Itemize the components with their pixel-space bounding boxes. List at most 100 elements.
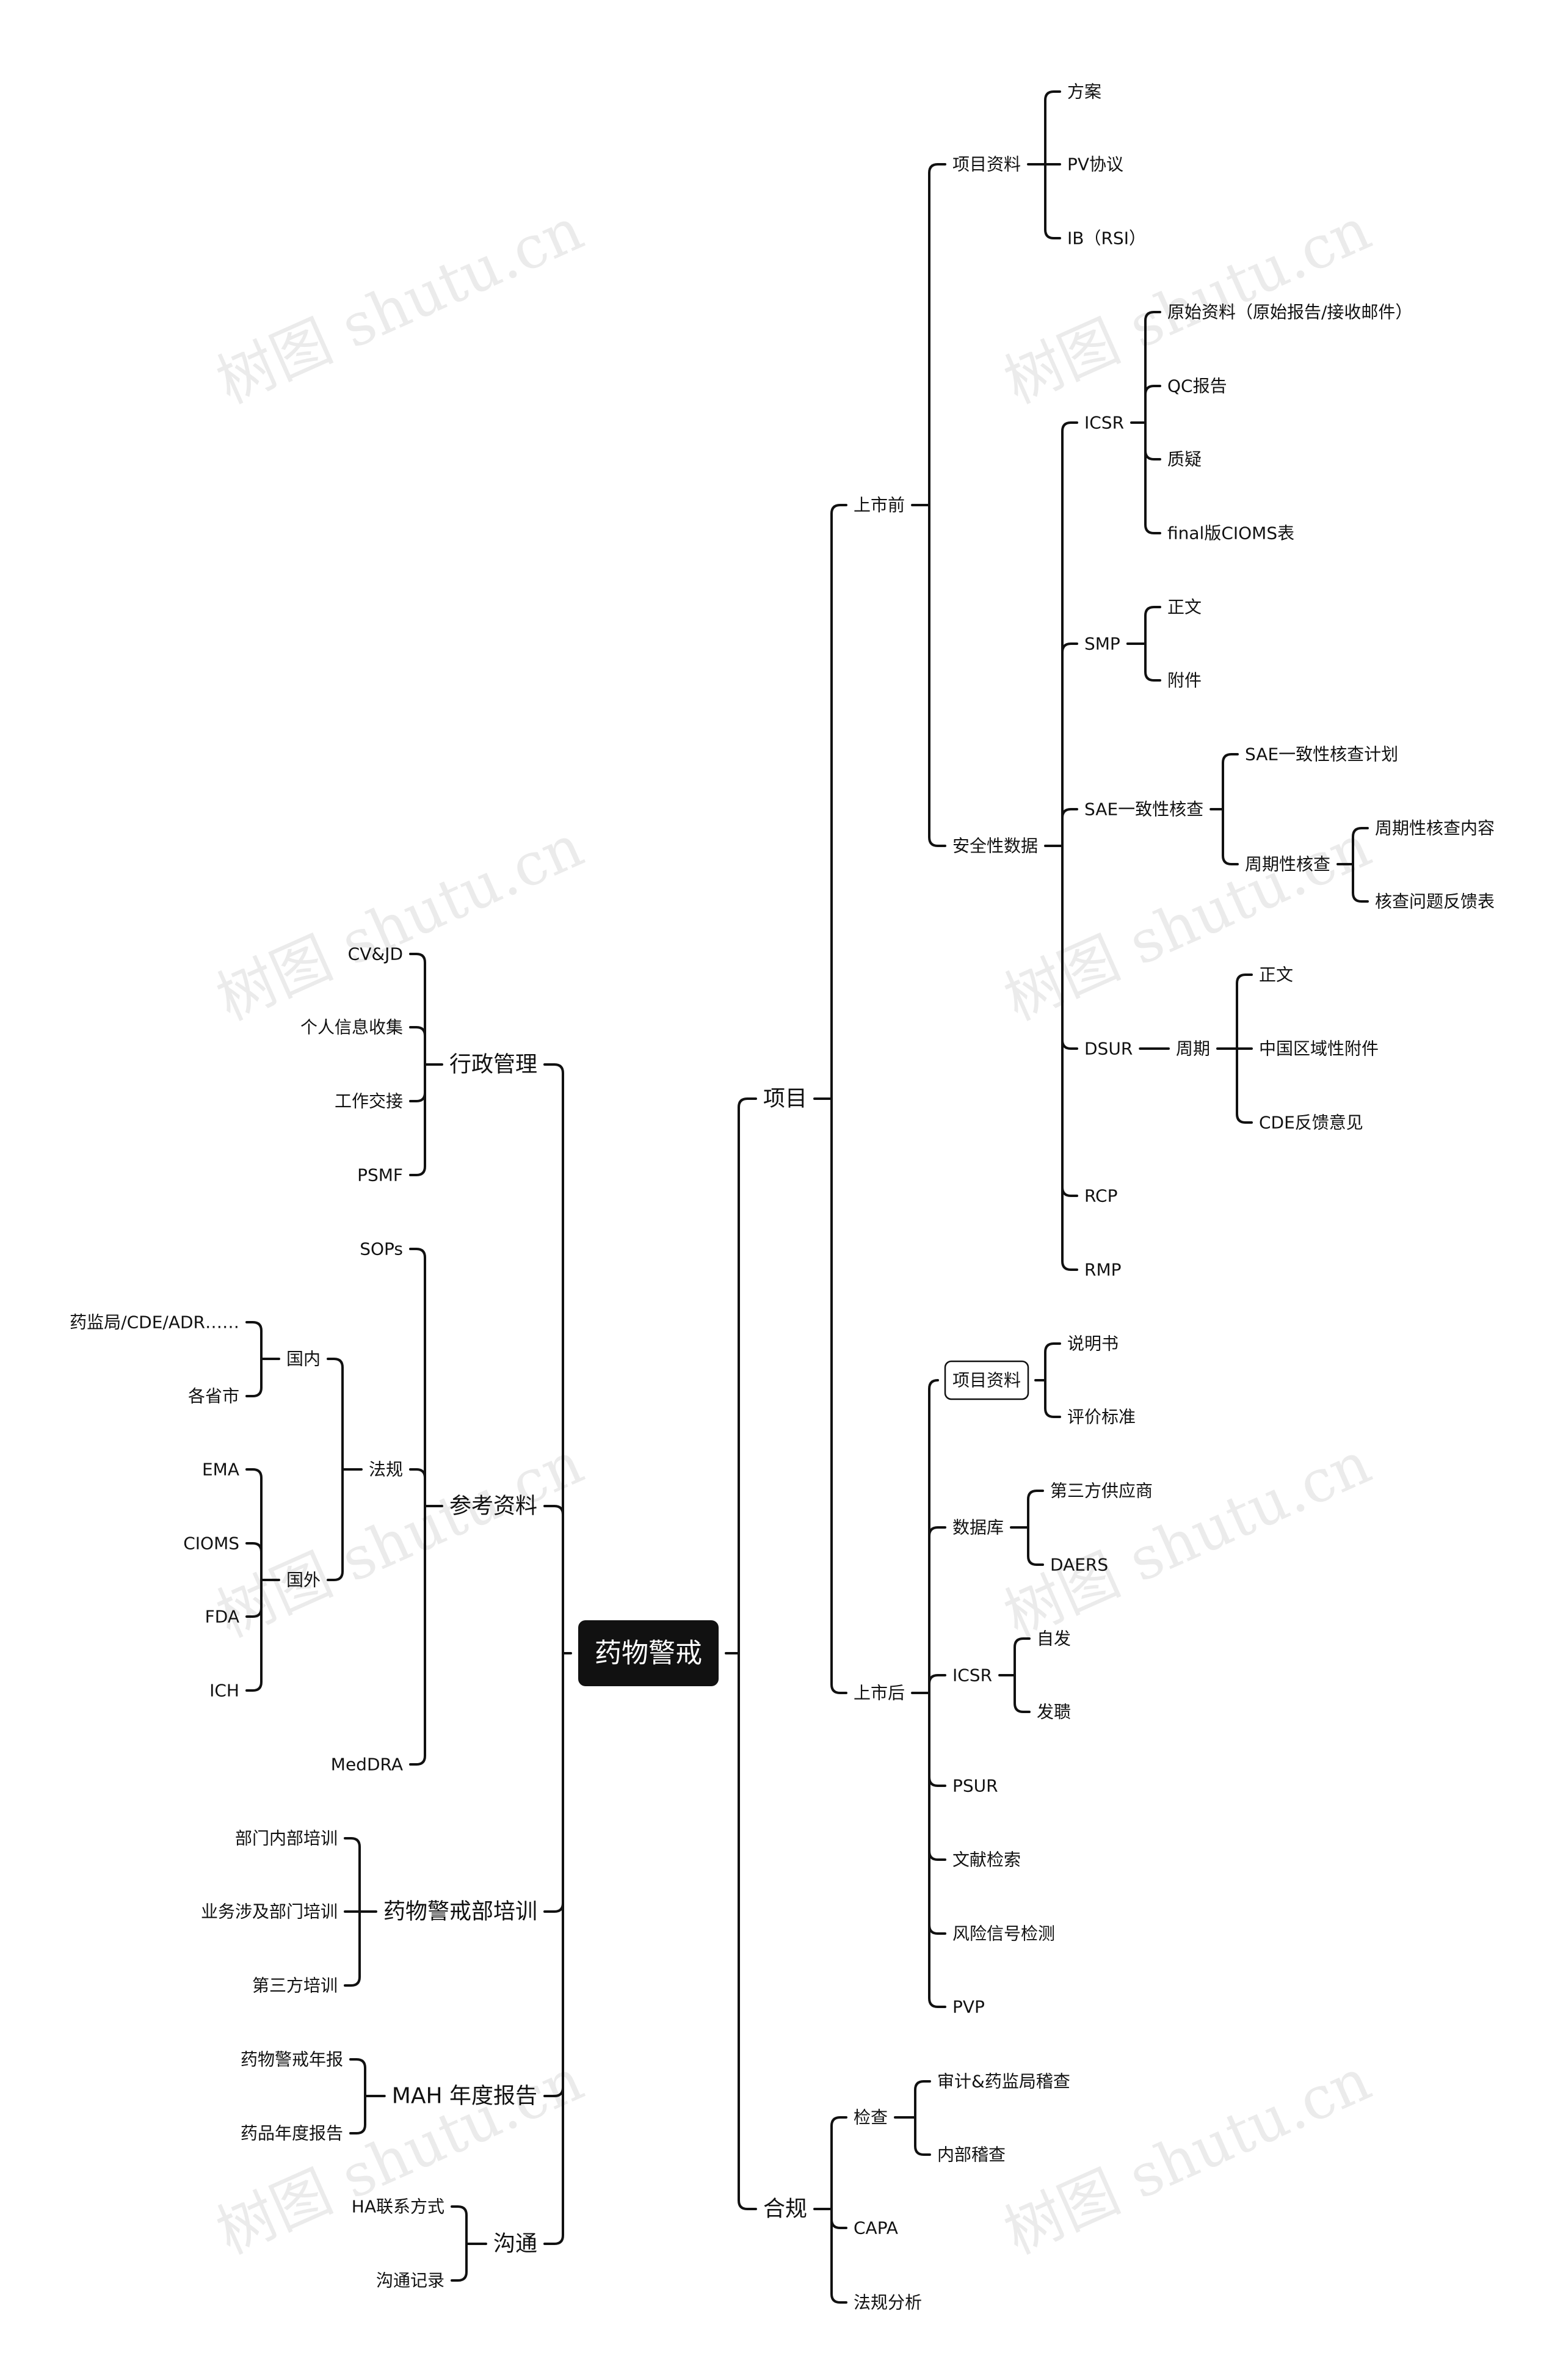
node-rmp[interactable]: RMP [1084,1260,1122,1280]
node-dp-2[interactable]: 中国区域性附件 [1259,1039,1379,1059]
node-dp-3[interactable]: CDE反馈意见 [1259,1113,1363,1133]
node-mh-1[interactable]: 药物警戒年报 [241,2050,343,2070]
links-smp-r [1126,606,1161,682]
node-ad-4[interactable]: PSMF [357,1165,403,1185]
links-pre-r [911,163,946,847]
node-icsr-post[interactable]: ICSR [952,1665,992,1686]
node-sops[interactable]: SOPs [360,1239,403,1259]
node-ic-3[interactable]: 质疑 [1167,449,1202,470]
node-insp[interactable]: 检查 [854,2108,888,2128]
node-dp-1[interactable]: 正文 [1259,965,1293,985]
node-poi-2[interactable]: 评价标准 [1067,1407,1136,1427]
links-admin-l [409,953,443,1176]
node-in-1[interactable]: 审计&药监局稽查 [937,2072,1070,2092]
links-pre-items-r [1027,90,1061,239]
node-ad-1[interactable]: CV&JD [348,944,403,964]
node-in-2[interactable]: 内部稽查 [937,2145,1006,2165]
node-ic-4[interactable]: final版CIOMS表 [1167,523,1294,544]
node-fo-1[interactable]: EMA [202,1460,239,1480]
node-dsur[interactable]: DSUR [1084,1039,1133,1059]
node-db[interactable]: 数据库 [952,1518,1004,1538]
node-admin[interactable]: 行政管理 [449,1052,537,1077]
links-db-r [1010,1490,1044,1566]
node-fo-2[interactable]: CIOMS [183,1534,239,1554]
node-ad-2[interactable]: 个人信息收集 [300,1017,403,1038]
node-sp-1[interactable]: 周期性核查内容 [1375,818,1495,839]
node-ic-2[interactable]: QC报告 [1167,376,1227,396]
node-ip-2[interactable]: 发聩 [1037,1702,1071,1722]
node-signal[interactable]: 风险信号检测 [952,1924,1055,1944]
node-regs[interactable]: 法规分析 [854,2293,922,2313]
links-insp-r [894,2080,931,2156]
node-sae-per[interactable]: 周期性核查 [1245,854,1330,875]
node-rcp[interactable]: RCP [1084,1186,1118,1206]
links-sae-r [1209,753,1239,865]
node-smp-1[interactable]: 正文 [1167,597,1202,617]
node-tr-3[interactable]: 第三方培训 [252,1976,338,1996]
node-mah[interactable]: MAH 年度报告 [392,2084,537,2109]
node-compliance[interactable]: 合规 [763,2197,807,2222]
node-smp[interactable]: SMP [1084,634,1120,654]
node-poi-1[interactable]: 说明书 [1067,1334,1119,1354]
node-pre[interactable]: 上市前 [854,495,905,515]
node-do-2[interactable]: 各省市 [188,1386,239,1407]
node-training[interactable]: 药物警戒部培训 [383,1899,537,1924]
node-pi-3[interactable]: IB（RSI） [1067,228,1146,249]
node-box-post-items [944,1360,1029,1400]
node-do-1[interactable]: 药监局/CDE/ADR…… [70,1312,239,1333]
node-law[interactable]: 法规 [369,1460,403,1480]
node-pre-items[interactable]: 项目资料 [952,155,1021,175]
links-ref-l [409,1248,443,1766]
node-capa[interactable]: CAPA [854,2218,898,2238]
node-ref[interactable]: 参考资料 [449,1494,537,1519]
node-ad-3[interactable]: 工作交接 [335,1091,403,1112]
node-dom[interactable]: 国内 [286,1349,321,1369]
topic-nodes: 药物警戒项目上市前项目资料方案PV协议IB（RSI）安全性数据ICSR原始资料（… [70,82,1495,2313]
node-safety[interactable]: 安全性数据 [952,836,1038,856]
node-tr-2[interactable]: 业务涉及部门培训 [201,1902,338,1922]
node-icsr-pre[interactable]: ICSR [1084,413,1124,433]
links-sae-per-r [1336,827,1369,903]
node-cm-1[interactable]: HA联系方式 [352,2197,444,2217]
node-psur[interactable]: PSUR [952,1776,998,1796]
links-icsr-post-r [998,1637,1031,1713]
node-smp-2[interactable]: 附件 [1167,671,1202,691]
node-period[interactable]: 周期 [1176,1039,1210,1059]
root-node-box[interactable] [578,1620,719,1686]
node-sae-plan[interactable]: SAE一致性核查计划 [1245,744,1398,765]
node-ip-1[interactable]: 自发 [1037,1629,1071,1649]
links-mah-l [349,2058,386,2134]
node-comm[interactable]: 沟通 [493,2232,537,2257]
links-comm-l [451,2205,487,2282]
node-root[interactable]: 药物警戒 [595,1638,702,1669]
node-cm-2[interactable]: 沟通记录 [376,2271,444,2291]
node-mh-2[interactable]: 药品年度报告 [241,2123,343,2144]
links-dom-l [245,1321,280,1397]
node-tr-1[interactable]: 部门内部培训 [235,1829,338,1849]
links-post-items-r [1034,1342,1061,1418]
links-project-r [813,504,847,1694]
node-project[interactable]: 项目 [763,1086,807,1112]
node-pi-1[interactable]: 方案 [1067,82,1101,102]
links-law-l [327,1358,363,1581]
node-for[interactable]: 国外 [286,1570,321,1590]
node-post-items[interactable]: 项目资料 [952,1370,1021,1391]
node-pvp[interactable]: PVP [952,1997,985,2017]
node-sae[interactable]: SAE一致性核查 [1084,799,1203,820]
node-meddra[interactable]: MedDRA [331,1755,403,1775]
node-ic-1[interactable]: 原始资料（原始报告/接收邮件） [1167,302,1412,322]
links-period-r [1216,973,1253,1124]
node-fo-3[interactable]: FDA [205,1607,239,1627]
links-safety-r [1044,421,1078,1271]
node-post[interactable]: 上市后 [854,1683,905,1703]
links-icsr-pre-r [1130,311,1161,534]
node-pi-2[interactable]: PV协议 [1067,155,1123,175]
node-fo-4[interactable]: ICH [209,1681,239,1701]
node-lit[interactable]: 文献检索 [952,1850,1021,1870]
links-compliance-r [813,2116,847,2304]
links-root-l [543,1063,572,2245]
node-sp-2[interactable]: 核查问题反馈表 [1375,892,1495,912]
node-db-2[interactable]: DAERS [1050,1555,1108,1575]
node-db-1[interactable]: 第三方供应商 [1050,1481,1153,1501]
